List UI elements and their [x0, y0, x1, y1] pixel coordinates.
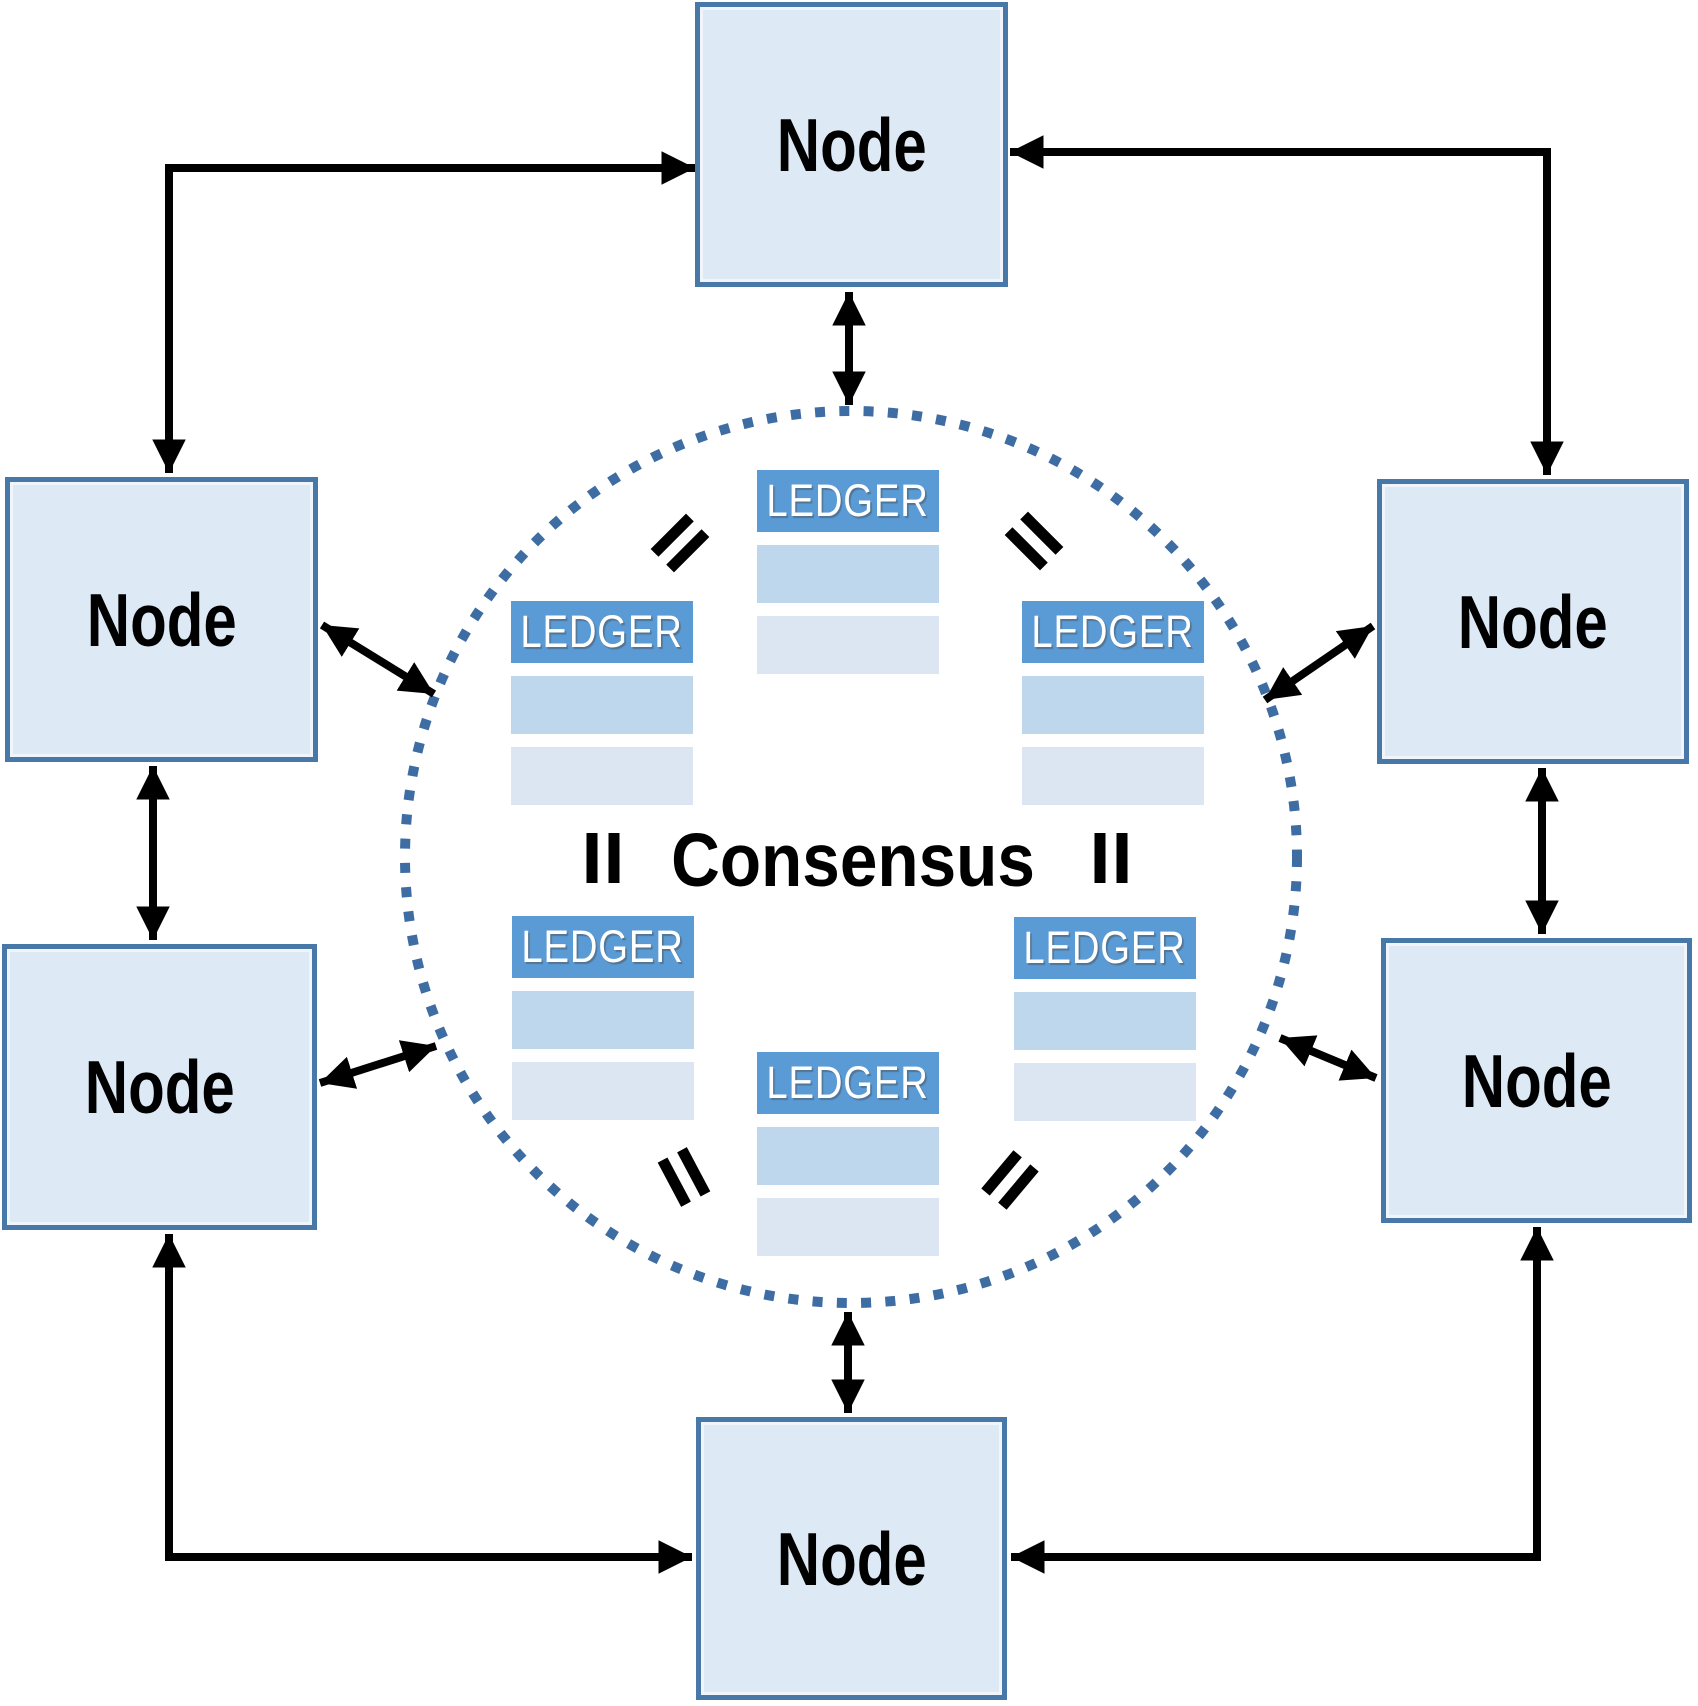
ledger-lower-left-row-1 [512, 991, 694, 1049]
arrow-elbow-top-right [1010, 135, 1564, 475]
equals-mark-mid-right [1094, 833, 1128, 883]
ledger-mid-left: LEDGER [511, 601, 693, 805]
ledger-lower-left-header: LEDGER [512, 916, 694, 978]
ledger-mid-left-label: LEDGER [520, 606, 684, 657]
node-upper-left: Node [5, 477, 318, 762]
node-upper-left-label: Node [86, 577, 237, 662]
ledger-mid-left-row-2 [511, 747, 693, 805]
ledger-top-row-2 [757, 616, 939, 674]
ledger-top-header: LEDGER [757, 470, 939, 532]
node-bottom-label: Node [776, 1516, 927, 1601]
node-lower-left-label: Node [84, 1045, 235, 1129]
ledger-lower-right-header: LEDGER [1014, 917, 1196, 979]
consensus-label: Consensus [671, 818, 1035, 902]
arrow-elbow-bottom-right [1011, 1227, 1554, 1574]
node-lower-right: Node [1381, 938, 1692, 1223]
ledger-lower-right: LEDGER [1014, 917, 1196, 1121]
ledger-lower-left-row-2 [512, 1062, 694, 1120]
ledger-lower-left: LEDGER [512, 916, 694, 1120]
ledger-mid-right-row-1 [1022, 676, 1204, 734]
ledger-mid-left-header: LEDGER [511, 601, 693, 663]
ledger-bottom-header: LEDGER [757, 1052, 939, 1114]
node-bottom: Node [696, 1417, 1007, 1700]
equals-bar [608, 833, 620, 883]
arrow-upper-left-node-circle [319, 621, 437, 698]
equals-bar [586, 833, 598, 883]
node-lower-left: Node [2, 944, 317, 1230]
ledger-bottom-label: LEDGER [766, 1057, 930, 1108]
arrow-elbow-top-left [152, 151, 695, 473]
ledger-mid-right-row-2 [1022, 747, 1204, 805]
node-top: Node [695, 2, 1008, 287]
consensus-dotted-circle [400, 406, 1302, 1308]
ledger-top: LEDGER [757, 470, 939, 674]
node-top-label: Node [776, 102, 927, 187]
ledger-mid-right-header: LEDGER [1022, 601, 1204, 663]
ledger-lower-right-row-2 [1014, 1063, 1196, 1121]
ledger-lower-right-label: LEDGER [1023, 922, 1187, 973]
arrow-lower-right-node-circle [1278, 1034, 1378, 1082]
equals-mark-mid-left [586, 833, 620, 883]
equals-bar [1116, 833, 1128, 883]
equals-bar [1094, 833, 1106, 883]
ledger-lower-right-row-1 [1014, 992, 1196, 1050]
ledger-mid-left-row-1 [511, 676, 693, 734]
ledger-mid-right: LEDGER [1022, 601, 1204, 805]
ledger-top-row-1 [757, 545, 939, 603]
ledger-top-label: LEDGER [766, 475, 930, 526]
node-upper-right: Node [1377, 479, 1689, 764]
ledger-lower-left-label: LEDGER [521, 921, 685, 972]
node-upper-right-label: Node [1458, 579, 1608, 664]
ledger-bottom: LEDGER [757, 1052, 939, 1256]
node-lower-right-label: Node [1461, 1038, 1612, 1123]
ledger-mid-right-label: LEDGER [1031, 606, 1195, 657]
arrow-lower-left-node-circle [318, 1040, 438, 1089]
arrow-upper-right-node-circle [1262, 622, 1376, 704]
arrow-elbow-bottom-left [152, 1234, 692, 1574]
ledger-bottom-row-1 [757, 1127, 939, 1185]
ledger-bottom-row-2 [757, 1198, 939, 1256]
